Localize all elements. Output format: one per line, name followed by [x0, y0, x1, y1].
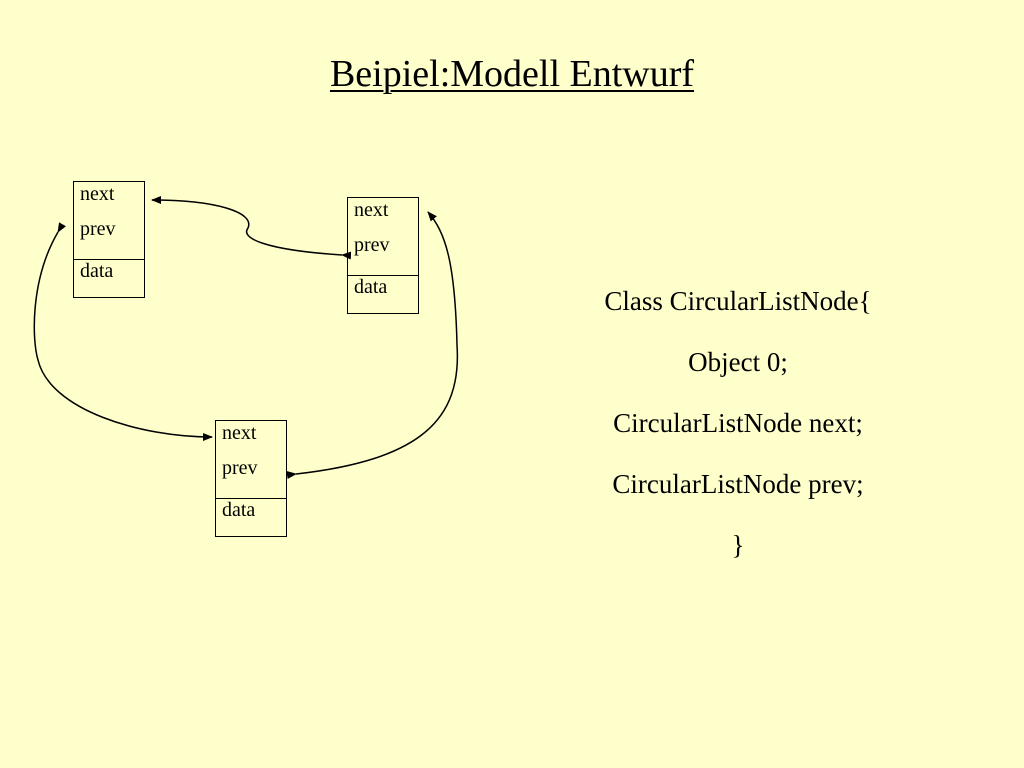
link-node3-to-node2 — [286, 211, 459, 479]
node-field-next: next — [80, 183, 115, 205]
slide-title: Beipiel:Modell Entwurf — [329, 53, 695, 95]
code-line-close: } — [731, 530, 745, 560]
node-field-next: next — [222, 422, 257, 444]
code-line-next: CircularListNode next; — [613, 408, 863, 438]
list-node-3: next prev data — [215, 420, 287, 537]
node-field-prev: prev — [222, 457, 258, 479]
code-line-prev: CircularListNode prev; — [612, 469, 864, 499]
code-line-object: Object 0; — [688, 347, 788, 377]
link-node2-to-node1 — [151, 196, 352, 260]
node-divider — [216, 498, 286, 499]
link-node1-to-node3 — [33, 222, 213, 441]
node-field-data: data — [222, 499, 256, 521]
code-line-class: Class CircularListNode{ — [604, 286, 872, 316]
class-definition: Class CircularListNode{ Object 0; Circul… — [540, 282, 936, 587]
